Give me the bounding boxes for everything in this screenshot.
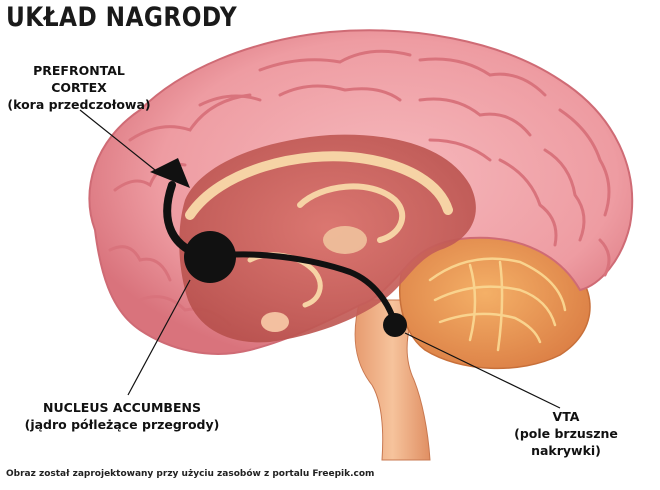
label-nucleus-accumbens: NUCLEUS ACCUMBENS (jądro półleżące przeg…	[22, 399, 222, 433]
label-vta: VTA (pole brzuszne nakrywki)	[478, 408, 654, 459]
diagram-title: UKŁAD NAGRODY	[6, 2, 237, 33]
nucleus-accumbens-marker	[184, 231, 236, 283]
label-nucleus-sub: (jądro półleżące przegrody)	[22, 416, 222, 433]
label-vta-sub: (pole brzuszne nakrywki)	[478, 425, 654, 459]
label-nucleus-name: NUCLEUS ACCUMBENS	[22, 399, 222, 416]
label-vta-name: VTA	[478, 408, 654, 425]
mammillary-body	[261, 312, 289, 332]
label-prefrontal-name: PREFRONTAL CORTEX	[4, 62, 154, 96]
label-prefrontal-cortex: PREFRONTAL CORTEX (kora przedczołowa)	[4, 62, 154, 113]
vta-marker	[383, 313, 407, 337]
label-prefrontal-sub: (kora przedczołowa)	[4, 96, 154, 113]
thalamus	[323, 226, 367, 254]
footer-credit: Obraz został zaprojektowany przy użyciu …	[6, 469, 374, 479]
